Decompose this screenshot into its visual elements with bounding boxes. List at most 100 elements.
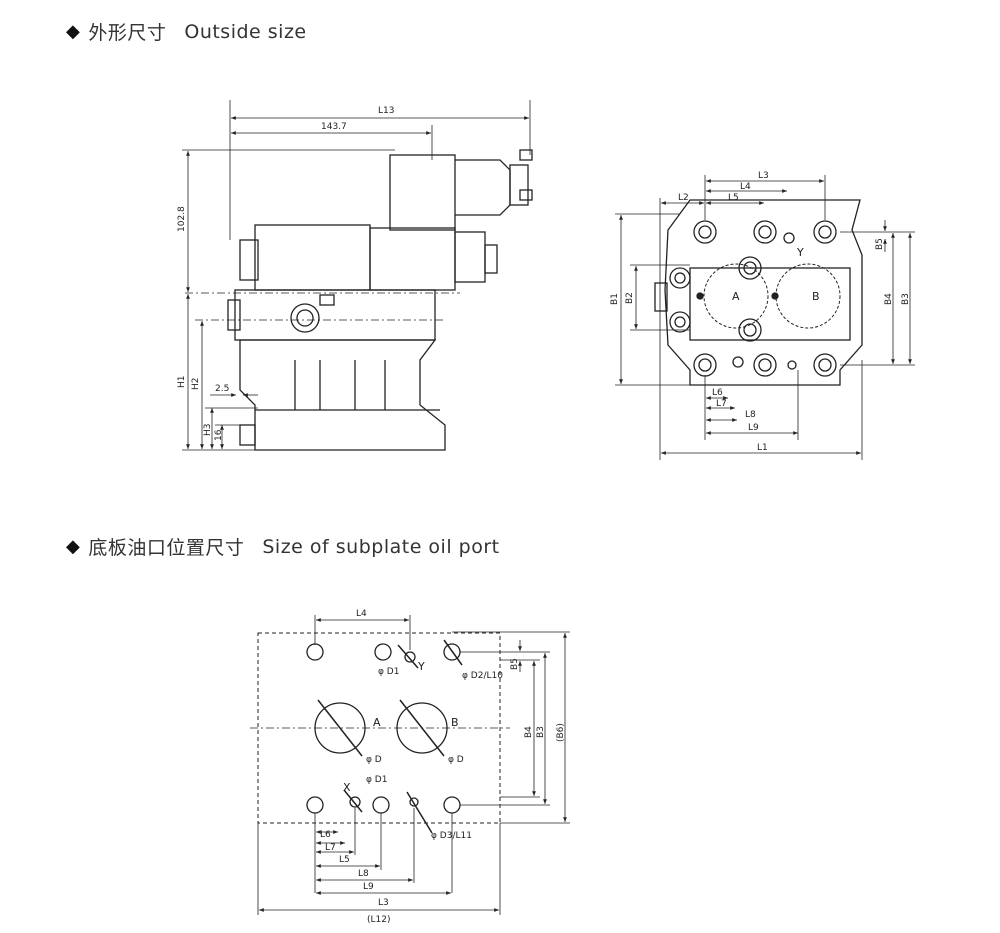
mount-hole bbox=[813, 220, 837, 244]
label-l4: L4 bbox=[356, 609, 367, 619]
label-h1: H1 bbox=[177, 376, 187, 389]
main-valve-port bbox=[290, 303, 320, 333]
mount-hole-inner bbox=[818, 225, 832, 239]
main-end-cap bbox=[227, 299, 241, 331]
top-view-drawing bbox=[654, 199, 863, 386]
mount-hole-inner bbox=[818, 358, 832, 372]
diameter-leader bbox=[317, 699, 363, 757]
mount-hole bbox=[669, 311, 691, 333]
diameter-leader bbox=[406, 791, 433, 834]
label-l2: L2 bbox=[678, 193, 689, 203]
diameter-leader bbox=[397, 644, 419, 669]
label-d-b: φ D bbox=[448, 755, 464, 765]
label-y: Y bbox=[417, 660, 425, 673]
connector-body bbox=[455, 159, 511, 216]
mount-hole bbox=[693, 220, 717, 244]
heading-en: Size of subplate oil port bbox=[262, 535, 500, 558]
label-102: 102.8 bbox=[177, 206, 187, 232]
label-b3: B3 bbox=[536, 726, 546, 738]
mount-hole-inner bbox=[674, 316, 686, 328]
label-b5: B5 bbox=[875, 238, 885, 250]
label-143: 143.7 bbox=[321, 122, 347, 132]
subplate-hole bbox=[306, 796, 324, 814]
subplate-port-x bbox=[349, 796, 361, 808]
valve-outline bbox=[664, 199, 863, 386]
label-b4: B4 bbox=[884, 293, 894, 305]
subplate-port-y bbox=[404, 651, 416, 663]
connector-nut-bottom bbox=[519, 189, 533, 201]
port-x bbox=[732, 356, 744, 368]
label-l7: L7 bbox=[716, 399, 727, 409]
label-l8: L8 bbox=[745, 410, 756, 420]
diamond-bullet-icon: ◆ bbox=[66, 536, 81, 557]
top-end-cap bbox=[654, 282, 668, 312]
label-b: B bbox=[451, 716, 459, 729]
connector-nut-top bbox=[519, 149, 533, 161]
section-heading-subplate-size: ◆ 底板油口位置尺寸 Size of subplate oil port bbox=[66, 533, 500, 560]
side-view-dimensions bbox=[182, 100, 531, 451]
port-b-hidden bbox=[775, 263, 841, 329]
label-b5: B5 bbox=[510, 658, 520, 670]
label-x: X bbox=[343, 781, 351, 794]
pilot-side-block bbox=[454, 231, 486, 283]
solenoid-coil bbox=[389, 154, 456, 231]
mount-hole-inner bbox=[743, 323, 757, 337]
subplate-foot bbox=[239, 424, 256, 446]
label-d2: φ D2/L10 bbox=[462, 671, 503, 681]
label-l12: (L12) bbox=[367, 915, 391, 925]
top-view-dimensions bbox=[615, 175, 915, 460]
label-l4: L4 bbox=[740, 182, 751, 192]
heading-cn: 外形尺寸 bbox=[88, 22, 167, 44]
subplate-drawing bbox=[250, 632, 510, 834]
label-l9: L9 bbox=[363, 882, 374, 892]
label-d1-top: φ D1 bbox=[378, 667, 399, 677]
label-l5: L5 bbox=[728, 193, 739, 203]
label-l3: L3 bbox=[758, 171, 769, 181]
label-l3: L3 bbox=[378, 898, 389, 908]
subplate-pin-hole bbox=[409, 797, 419, 807]
heading-en: Outside size bbox=[184, 20, 307, 43]
label-d-a: φ D bbox=[366, 755, 382, 765]
label-b: B bbox=[812, 290, 820, 303]
subplate-labels: L4 φ D1 Y φ D2/L10 B5 A B φ D φ D B4 B3 … bbox=[320, 609, 566, 925]
diameter-leader bbox=[343, 789, 363, 813]
heading-cn: 底板油口位置尺寸 bbox=[88, 537, 245, 559]
port-a-hidden bbox=[703, 263, 769, 329]
connector-plug bbox=[509, 164, 529, 206]
main-valve-body bbox=[234, 289, 436, 341]
top-centre-block bbox=[689, 267, 851, 341]
mount-hole-inner bbox=[743, 261, 757, 275]
subplate-body bbox=[239, 339, 446, 451]
section-heading-outside-size: ◆ 外形尺寸 Outside size bbox=[66, 18, 307, 45]
label-l9: L9 bbox=[748, 423, 759, 433]
pilot-spool-housing bbox=[369, 227, 456, 291]
mount-hole bbox=[753, 353, 777, 377]
mount-hole bbox=[813, 353, 837, 377]
mount-hole bbox=[738, 256, 762, 280]
subplate-outline bbox=[257, 632, 501, 824]
mount-hole-inner bbox=[758, 225, 772, 239]
diamond-bullet-icon: ◆ bbox=[66, 21, 81, 42]
label-b1: B1 bbox=[610, 293, 620, 305]
label-2-5: 2.5 bbox=[215, 384, 229, 394]
mount-hole bbox=[669, 267, 691, 289]
pilot-end-cap bbox=[239, 239, 259, 281]
mount-hole bbox=[738, 318, 762, 342]
label-l8: L8 bbox=[358, 869, 369, 879]
label-d1-mid: φ D1 bbox=[366, 775, 387, 785]
side-view-drawing bbox=[185, 149, 533, 451]
label-l7: L7 bbox=[325, 843, 336, 853]
label-b6: (B6) bbox=[556, 723, 566, 742]
pilot-valve-body bbox=[254, 224, 371, 291]
subplate-hole bbox=[306, 643, 324, 661]
mount-hole-inner bbox=[698, 358, 712, 372]
label-b3: B3 bbox=[901, 293, 911, 305]
label-l6: L6 bbox=[320, 830, 331, 840]
label-b2: B2 bbox=[625, 292, 635, 304]
subplate-hole bbox=[374, 643, 392, 661]
mount-hole-inner bbox=[674, 272, 686, 284]
label-d3: φ D3/L11 bbox=[431, 831, 472, 841]
main-valve-plug bbox=[319, 294, 335, 306]
label-a: A bbox=[732, 290, 740, 303]
